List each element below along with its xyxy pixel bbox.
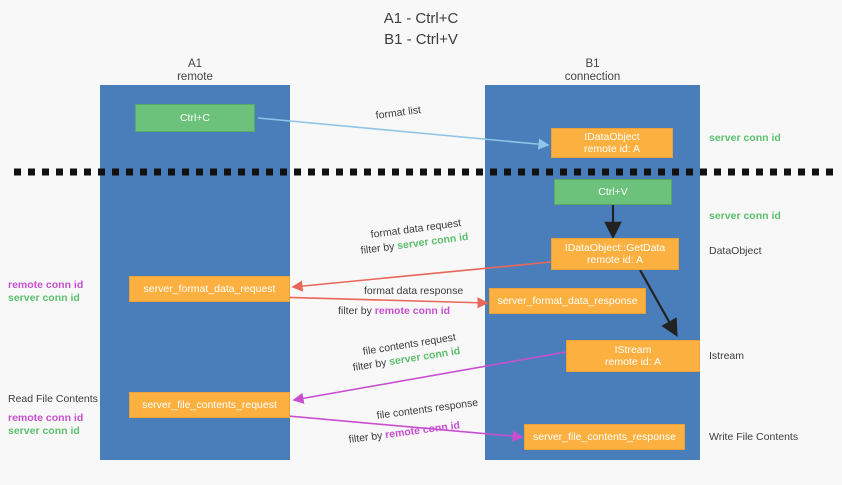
box-server-format-data-request[interactable]: server_format_data_request — [129, 276, 290, 302]
box-getdata[interactable]: IDataObject::GetData remote id: A — [551, 238, 679, 270]
box-idataobject-remote-id: remote id: A — [583, 143, 641, 155]
annotation-remote-conn-id-1: remote conn id — [8, 279, 84, 291]
box-ctrl-v-label: Ctrl+V — [598, 185, 628, 198]
page-title: A1 - Ctrl+C B1 - Ctrl+V — [0, 8, 842, 50]
box-server-file-contents-response[interactable]: server_file_contents_response — [524, 424, 685, 450]
box-istream-remote-id: remote id: A — [604, 356, 662, 368]
title-line-1: A1 - Ctrl+C — [383, 10, 459, 27]
box-getdata-title: IDataObject::GetData — [564, 241, 666, 254]
title-line-2: B1 - Ctrl+V — [384, 31, 458, 48]
lane-header-b1: B1 connection — [485, 58, 700, 84]
annotation-remote-conn-id-2: remote conn id — [8, 412, 84, 424]
lane-header-a1: A1 remote — [100, 58, 290, 84]
box-server-file-contents-request-label: server_file_contents_request — [142, 398, 277, 411]
annotation-server-conn-id-2: server conn id — [8, 425, 80, 437]
box-server-file-contents-request[interactable]: server_file_contents_request — [129, 392, 290, 418]
box-idataobject[interactable]: IDataObject remote id: A — [551, 128, 673, 158]
lane-a1-sub: remote — [177, 71, 213, 83]
box-istream[interactable]: IStream remote id: A — [566, 340, 700, 372]
lane-a1-name: A1 — [187, 58, 203, 70]
box-getdata-remote-id: remote id: A — [586, 254, 644, 266]
box-server-format-data-request-label: server_format_data_request — [143, 282, 276, 295]
annotation-write-file-contents: Write File Contents — [709, 431, 799, 443]
label-format-data-response: format data response — [364, 285, 464, 297]
lane-b1-sub: connection — [564, 71, 621, 83]
lane-b1-name: B1 — [585, 58, 600, 70]
annotation-read-file-contents: Read File Contents — [8, 393, 98, 405]
annotation-conn-id-group-1: remote conn id server conn id — [8, 279, 83, 305]
box-istream-title: IStream — [614, 343, 652, 356]
arrow-format-data-request — [291, 261, 552, 292]
arrow-getdata-to-istream — [639, 269, 678, 337]
annotation-server-conn-id-top: server conn id — [709, 132, 781, 144]
box-ctrl-c[interactable]: Ctrl+C — [135, 104, 255, 132]
annotation-istream: Istream — [709, 350, 745, 362]
annotation-conn-id-group-2: remote conn id server conn id — [8, 412, 83, 438]
box-server-file-contents-response-label: server_file_contents_response — [532, 430, 676, 443]
box-ctrl-v[interactable]: Ctrl+V — [554, 179, 672, 205]
label-format-data-response-filter: filter by remote conn id — [338, 305, 450, 318]
box-idataobject-title: IDataObject — [584, 130, 640, 143]
annotation-server-conn-id-mid: server conn id — [709, 210, 781, 222]
filter-id-remote-conn: remote conn id — [374, 305, 451, 317]
box-ctrl-c-label: Ctrl+C — [179, 111, 211, 124]
arrow-file-contents-request — [292, 351, 567, 404]
arrow-format-list — [257, 117, 550, 150]
annotation-server-conn-id-1: server conn id — [8, 292, 80, 304]
box-server-format-data-response-label: server_format_data_response — [497, 294, 638, 307]
box-server-format-data-response[interactable]: server_format_data_response — [489, 288, 646, 314]
filter-prefix: filter by — [338, 305, 375, 317]
annotation-dataobject: DataObject — [709, 245, 762, 257]
